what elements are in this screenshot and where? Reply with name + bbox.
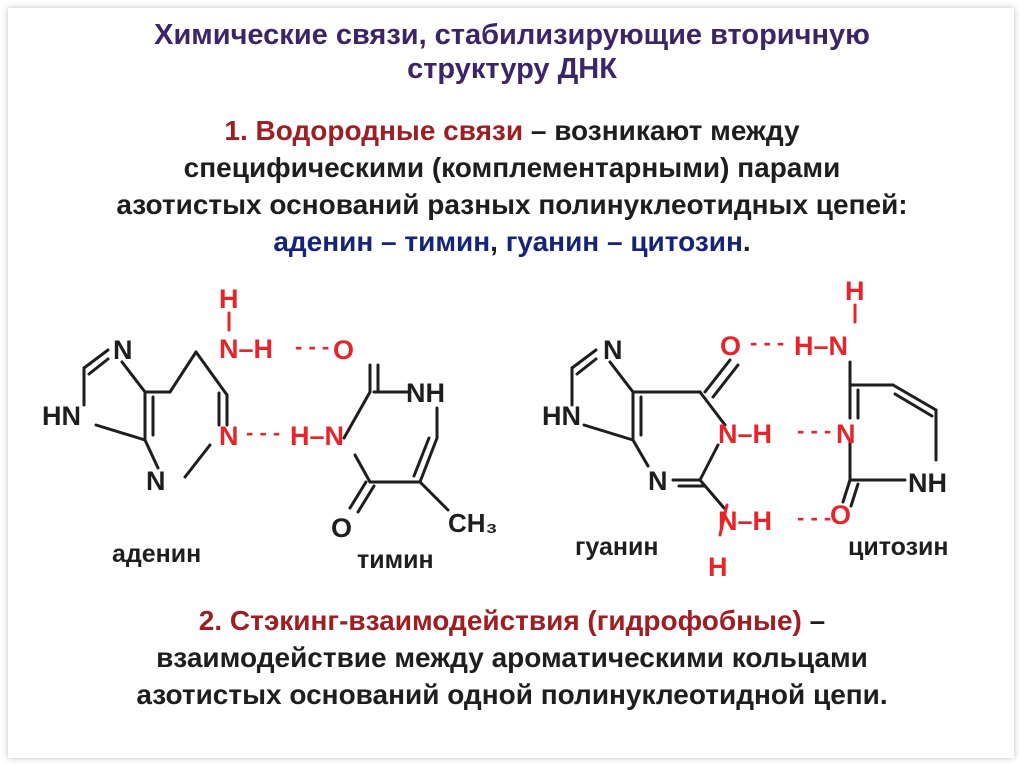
section1-dash: – возникают между: [523, 115, 800, 146]
hbond-g-c-1: - - -: [750, 330, 784, 355]
section1-line-4: аденин – тимин, гуанин – цитозин.: [0, 223, 1024, 260]
section2-line-1: 2. Стэкинг-взаимодействия (гидрофобные) …: [0, 602, 1024, 639]
hbond-a-t-2: - - -: [246, 420, 280, 445]
atom-labels-black: N HN N NH O CH₃ N HN N NH: [42, 335, 947, 543]
section1-line-1: 1. Водородные связи – возникают между: [0, 112, 1024, 149]
title-line-2: структуру ДНК: [407, 53, 617, 85]
adenine-n1: N: [219, 421, 239, 451]
thymine-n3h: NH: [406, 378, 445, 408]
pair-adenine-thymine: аденин – тимин: [273, 226, 491, 257]
cytosine-n1h: NH: [908, 468, 947, 498]
section1-line-3: азотистых оснований разных полинуклеотид…: [116, 189, 908, 220]
pair-period: .: [742, 226, 751, 257]
cytosine-o2: O: [830, 500, 851, 530]
title-line-1: Химические связи, стабилизирующие вторич…: [154, 19, 870, 51]
cytosine-n3: N: [836, 419, 856, 449]
section-hydrogen-bonds: 1. Водородные связи – возникают между сп…: [0, 112, 1024, 260]
thymine-o2: O: [333, 335, 354, 365]
bond-lines-red: [227, 303, 857, 537]
guanine-n2h: N–H: [718, 506, 772, 536]
label-thymine: тимин: [357, 546, 434, 574]
thymine-methyl: CH₃: [448, 508, 498, 538]
label-guanine: гуанин: [575, 533, 658, 561]
label-adenine: аденин: [112, 540, 201, 568]
label-cytosine: цитозин: [848, 533, 949, 561]
base-labels: аденин тимин гуанин цитозин: [112, 533, 949, 574]
cytosine-n4-h-top: H: [845, 276, 865, 306]
guanine-n9h: HN: [542, 401, 581, 431]
hbond-a-t-1: - - -: [295, 334, 329, 359]
adenine-nh2-nh: N–H: [219, 334, 273, 364]
adenine-n3: N: [146, 466, 166, 496]
adenine-n9h: HN: [42, 401, 81, 431]
hbond-g-c-3: - - -: [797, 505, 831, 530]
section1-heading: 1. Водородные связи: [224, 115, 524, 146]
pair-guanine-cytosine: гуанин – цитозин: [505, 226, 743, 257]
guanine-n3: N: [648, 466, 668, 496]
pair-comma: ,: [490, 226, 506, 257]
guanine-n1h: N–H: [718, 419, 772, 449]
section2-heading: 2. Стэкинг-взаимодействия (гидрофобные): [198, 605, 802, 636]
adenine-n7: N: [113, 335, 133, 365]
guanine-n7: N: [603, 335, 623, 365]
bond-lines-black: [82, 348, 938, 514]
hbond-g-c-2: - - -: [797, 418, 831, 443]
guanine-o6: O: [720, 331, 741, 361]
page-title: Химические связи, стабилизирующие вторич…: [0, 18, 1024, 86]
atom-labels-red: H N–H - - - O N - - - H–N O - - - H–N H …: [219, 276, 865, 582]
section2-dash: –: [801, 605, 826, 636]
guanine-n2-h-bottom: H: [708, 552, 728, 582]
adenine-nh2-h-top: H: [219, 284, 239, 314]
section2-line-2: взаимодействие между ароматическими коль…: [156, 642, 868, 673]
cytosine-h-n4: H–N: [794, 331, 848, 361]
thymine-o4: O: [331, 513, 352, 543]
section2-line-3: азотистых оснований одной полинуклеотидн…: [136, 679, 888, 710]
section-stacking: 2. Стэкинг-взаимодействия (гидрофобные) …: [0, 602, 1024, 713]
section1-line-2: специфическими (комплементарными) парами: [183, 152, 841, 183]
thymine-h-n3: H–N: [290, 421, 344, 451]
